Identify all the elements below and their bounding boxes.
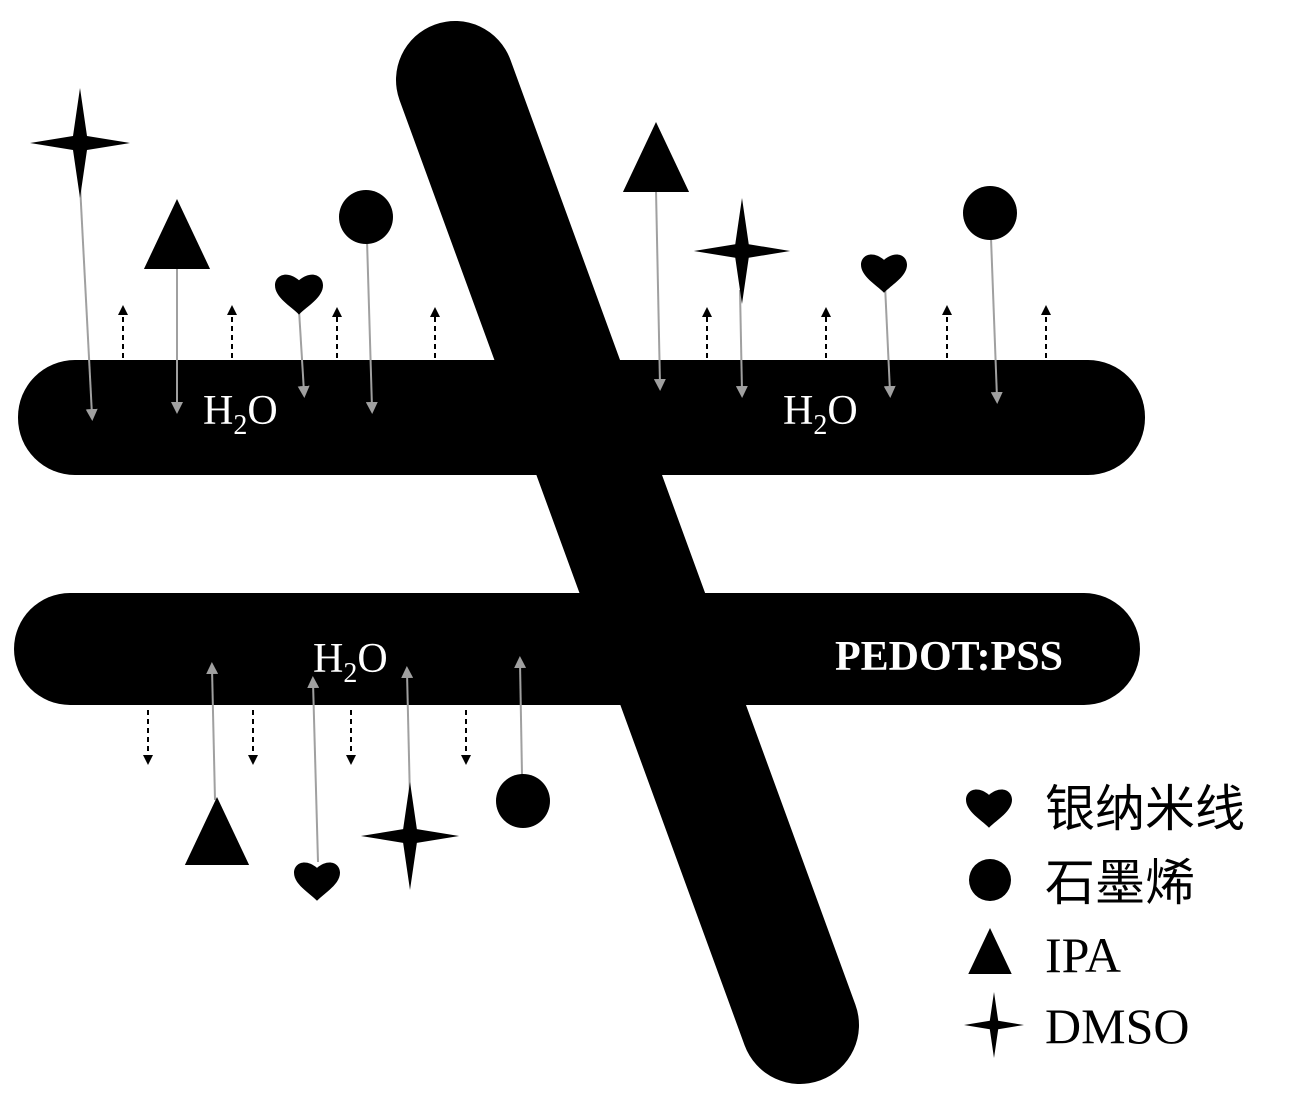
fiber-diagonal [396,21,859,1084]
water-evaporation-arrows-top [118,305,1051,358]
heart-icon [966,789,1012,828]
legend-label: 银纳米线 [1045,781,1245,837]
circle-icon [339,190,393,244]
triangle-icon [143,199,211,269]
triangle-icon [968,928,1012,974]
legend: 银纳米线 石墨烯 IPA DMSO [964,781,1245,1058]
legend-label: 石墨烯 [1045,855,1195,911]
water-evaporation-arrows-bottom [143,710,471,765]
triangle-icon [622,122,690,192]
bottom-molecules [184,656,550,901]
circle-icon [496,774,550,828]
legend-label: DMSO [1045,998,1189,1054]
circle-icon [969,859,1011,901]
star-icon [964,992,1024,1058]
star-icon [360,782,460,890]
circle-icon [963,186,1017,240]
h2o-label: H2O [783,388,858,441]
h2o-label: H2O [203,388,278,441]
top-left-molecules [30,88,393,421]
h2o-label: H2O [313,636,388,689]
star-icon [30,88,130,198]
triangle-icon [184,797,250,865]
star-icon [693,198,791,304]
top-right-molecules [622,122,1017,404]
fiber-bottom [14,593,1140,705]
legend-label: IPA [1045,927,1121,983]
heart-icon [861,254,907,293]
pedot-pss-label: PEDOT:PSS [835,634,1063,680]
heart-icon [275,274,323,315]
heart-icon [294,862,340,901]
